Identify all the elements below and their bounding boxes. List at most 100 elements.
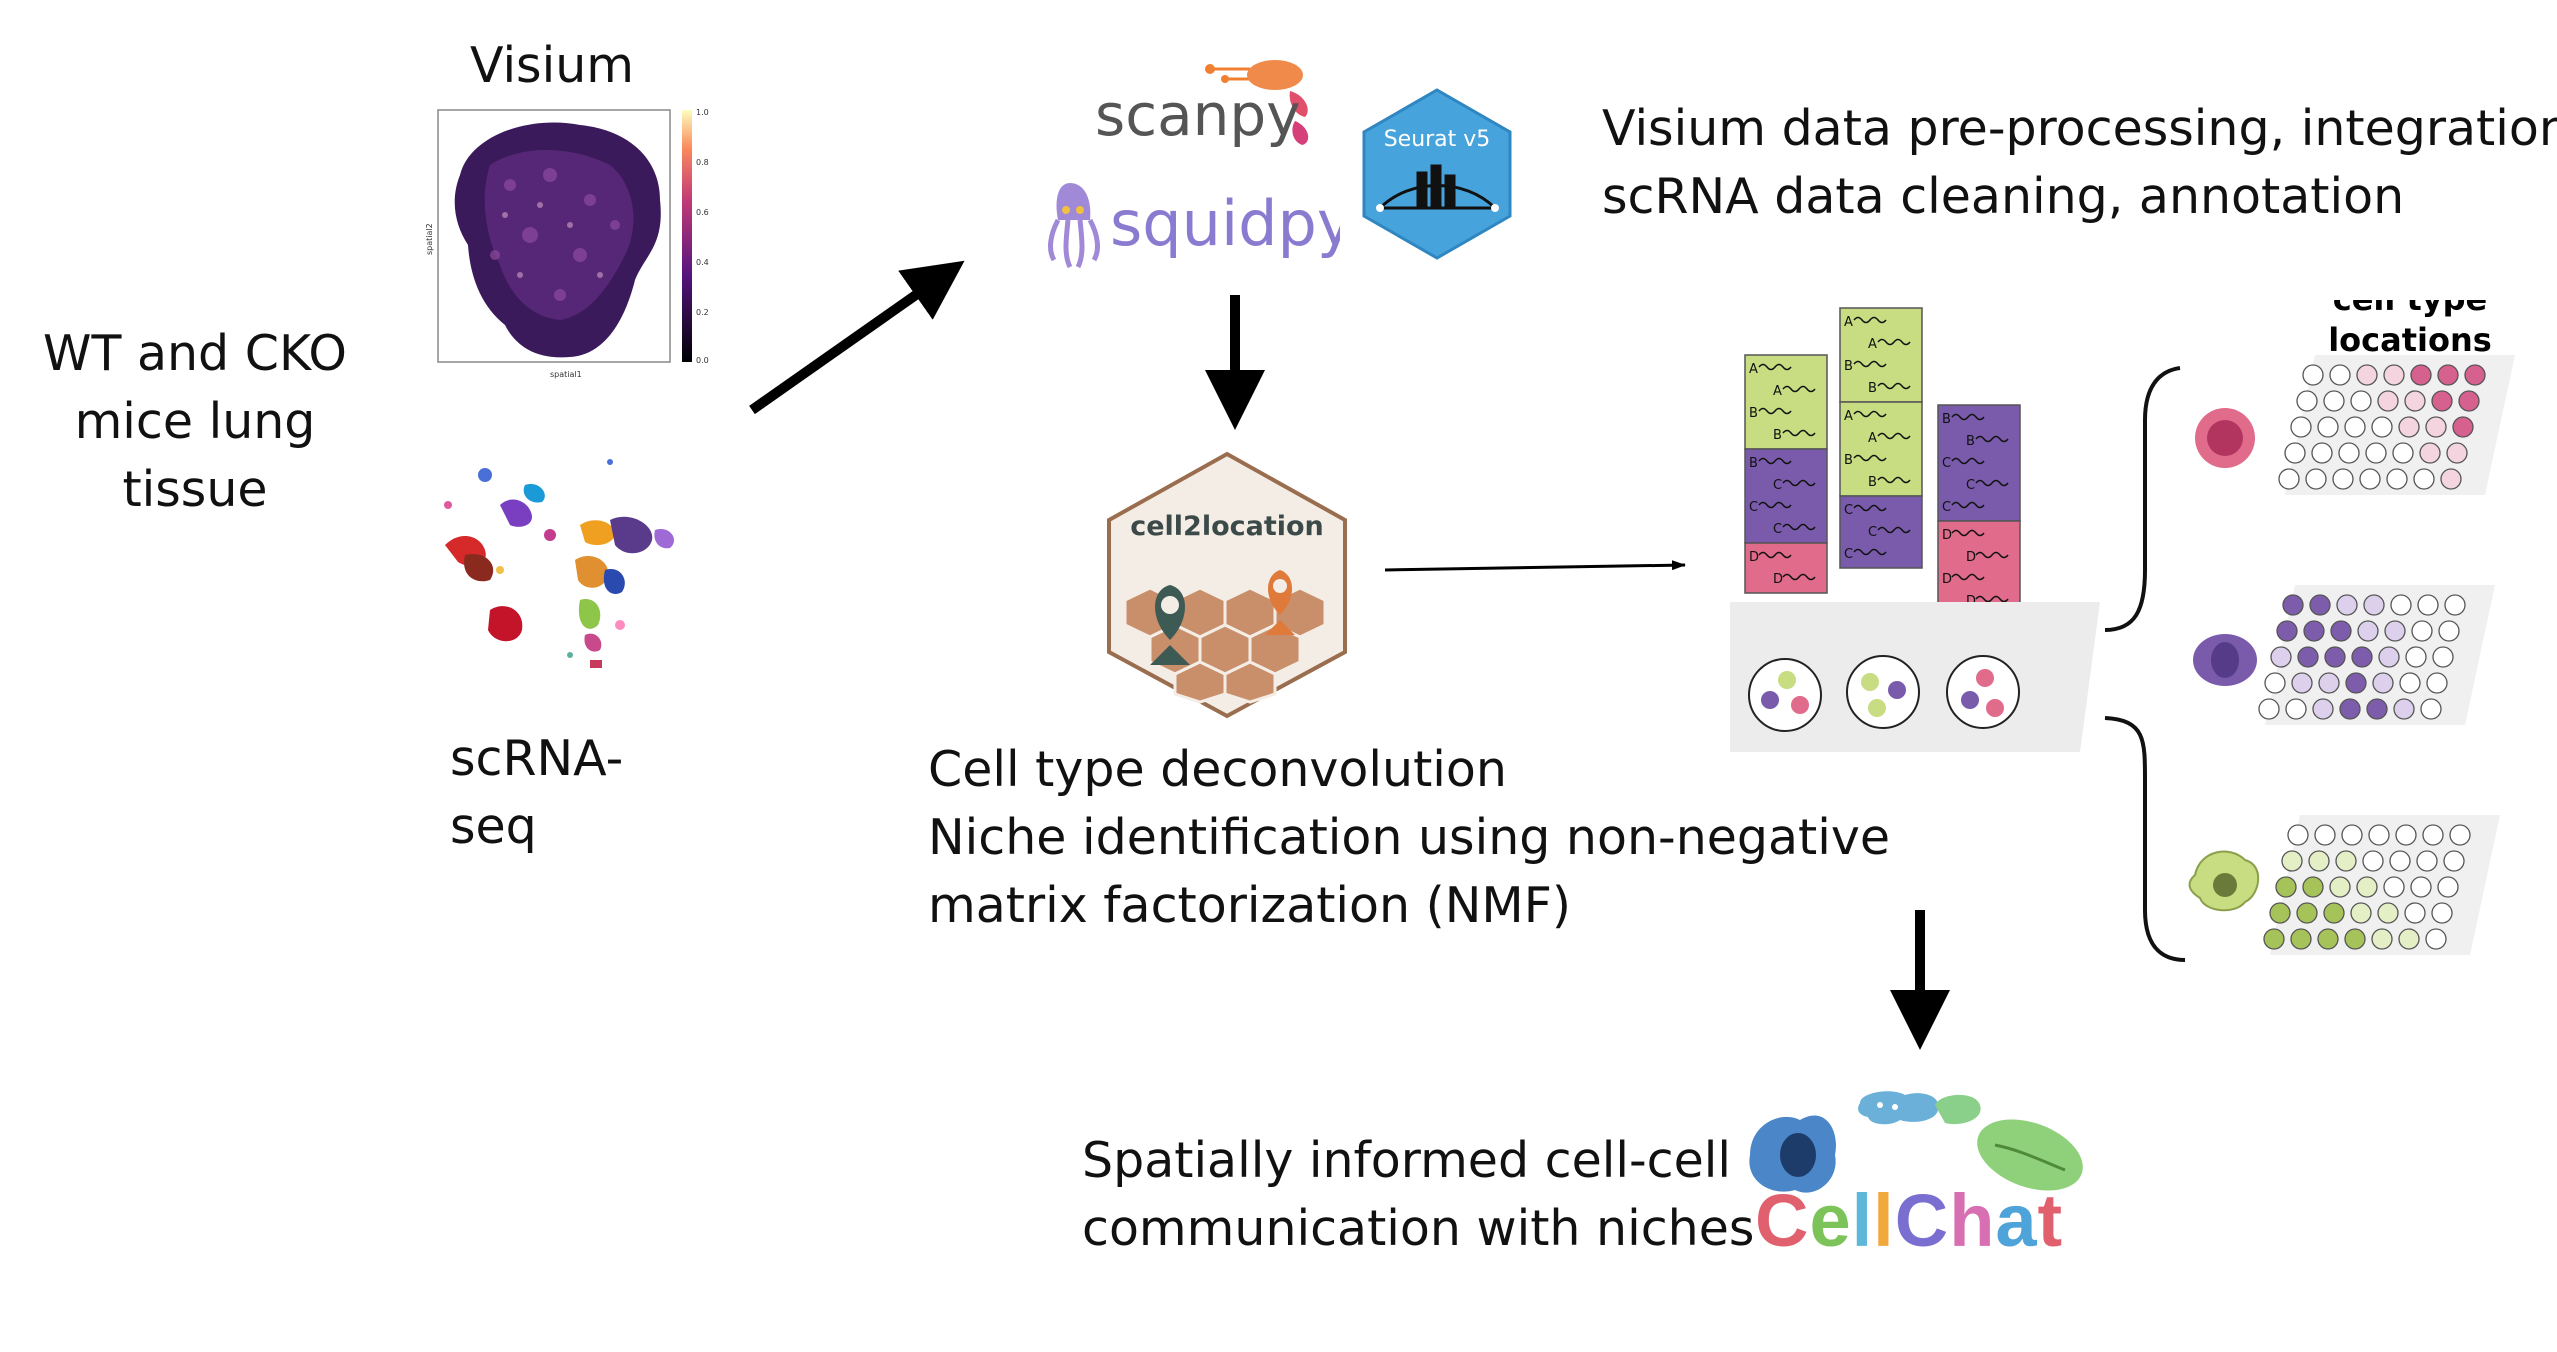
tissue-label-line-1: WT and CKO [43,325,347,382]
gene-label: A [1844,315,1853,330]
gene-label: C [1844,547,1853,562]
well [2356,876,2378,898]
gene-squiggle [1758,363,1792,371]
well [2344,416,2366,438]
well [2452,416,2474,438]
gene-squiggle [1951,457,1985,465]
well [2302,364,2324,386]
gene-squiggle [1877,432,1911,440]
well [2419,442,2441,464]
gene-squiggle [1877,476,1911,484]
gene-label: B [1868,475,1877,490]
cellchat-letter: h [1949,1179,1996,1262]
well [2275,876,2297,898]
well [2305,468,2327,490]
gene-label: D [1942,572,1952,587]
gene-label: C [1942,456,1951,471]
well [2311,442,2333,464]
well [2284,442,2306,464]
well [2389,850,2411,872]
well [2312,698,2334,720]
matrix-title-line-1: cell type [2333,300,2488,318]
well [2285,698,2307,720]
well [2276,620,2298,642]
gene-label: C [1844,503,1853,518]
gene-squiggle [1975,595,2009,603]
gene-squiggle [1951,573,1985,581]
gene-squiggle [1975,435,2009,443]
well [2362,850,2384,872]
gene-label: C [1773,478,1782,493]
well [2393,698,2415,720]
well [2404,390,2426,412]
gene-label: D [1942,528,1952,543]
well [2440,468,2462,490]
visium-ylabel: spatial2 [425,223,434,255]
gene-squiggle [1975,479,2009,487]
well [2404,902,2426,924]
gene-label: D [1966,594,1976,609]
arrow-inputs-to-tools [749,260,965,415]
well [2378,646,2400,668]
well [2359,468,2381,490]
gene-squiggle [1951,413,1985,421]
gene-squiggle [1853,316,1887,324]
colorbar-tick: 0.2 [696,308,709,317]
well [2329,364,2351,386]
cellchat-wordmark: CellChat [1755,1178,2063,1263]
gene-squiggle [1951,529,1985,537]
gene-squiggle [1758,407,1792,415]
well [2386,468,2408,490]
well [2437,876,2459,898]
bar-segment [1839,401,1923,497]
gene-squiggle [1853,360,1887,368]
gene-label: B [1844,359,1853,374]
well [2446,442,2468,464]
location-pin-icon [1150,585,1190,665]
well [2410,364,2432,386]
bar-segment [1937,520,2021,616]
well [2332,468,2354,490]
well [2363,594,2385,616]
gene-squiggle [1877,382,1911,390]
well [2431,390,2453,412]
gene-squiggle [1782,429,1816,437]
cellchat-letter: l [1873,1179,1895,1262]
well [2449,824,2471,846]
well [2464,364,2486,386]
well [2371,928,2393,950]
well [2317,416,2339,438]
well [2297,646,2319,668]
well [2314,824,2336,846]
gene-squiggle [1853,410,1887,418]
gene-label: B [1844,453,1853,468]
well [2324,646,2346,668]
hex-grid [1123,586,1327,704]
spot-circles [1748,655,2020,732]
well [2296,902,2318,924]
cellchat-letter: C [1894,1179,1950,1262]
gene-squiggle [1758,551,1792,559]
scrna-label: scRNA- seq [450,725,623,861]
well [2392,442,2414,464]
scanpy-logo: scanpy [1095,60,1309,149]
tissue-label-line-3: tissue [122,461,268,518]
well [2438,620,2460,642]
well [2390,594,2412,616]
well [2410,876,2432,898]
communication-text: Spatially informed cell-cell communicati… [1082,1127,1754,1263]
well [2420,698,2442,720]
well [2383,876,2405,898]
well [2413,468,2435,490]
well [2308,850,2330,872]
seurat-text: Seurat v5 [1384,127,1491,152]
deconvolution-text: Cell type deconvolution Niche identifica… [928,736,1890,940]
well [2395,824,2417,846]
well [2416,850,2438,872]
gene-label: C [1966,478,1975,493]
deconvolution-line-1: Cell type deconvolution [928,741,1507,798]
well [2290,928,2312,950]
gene-squiggle [1782,479,1816,487]
gene-label: D [1749,550,1759,565]
well [2366,698,2388,720]
